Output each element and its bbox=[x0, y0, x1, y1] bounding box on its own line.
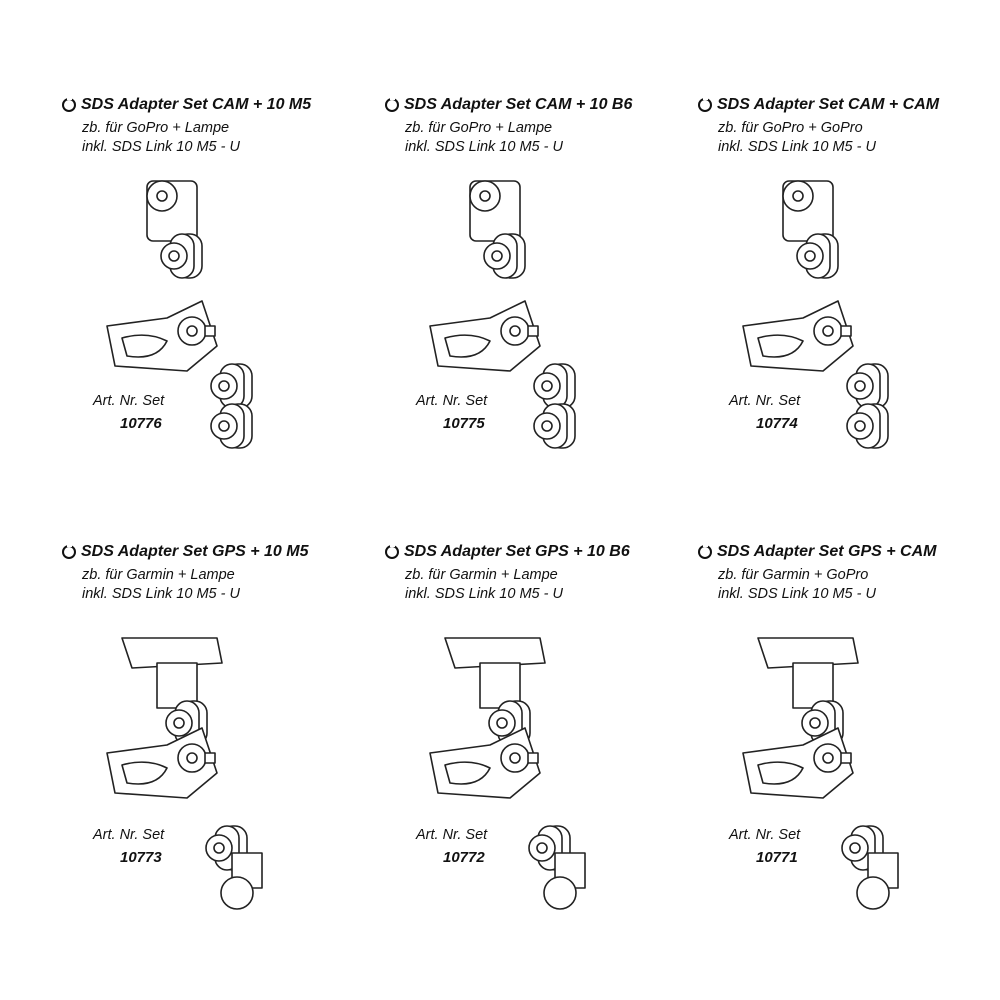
includes-text: inkl. SDS Link 10 M5 - U bbox=[82, 139, 240, 155]
set-title: SDS Adapter Set CAM + CAM bbox=[698, 96, 939, 114]
includes-text: inkl. SDS Link 10 M5 - U bbox=[405, 139, 563, 155]
set-title-text: SDS Adapter Set CAM + CAM bbox=[717, 96, 940, 113]
adapter-set-10775: SDS Adapter Set CAM + 10 B6 zb. für GoPr… bbox=[385, 96, 705, 536]
ring-icon bbox=[62, 96, 76, 112]
art-nr-value: 10772 bbox=[443, 849, 485, 866]
set-title: SDS Adapter Set GPS + 10 B6 bbox=[385, 543, 630, 561]
sds-clamp-drawing bbox=[742, 727, 854, 799]
link-eye-drawing bbox=[856, 876, 890, 910]
includes-text: inkl. SDS Link 10 M5 - U bbox=[82, 586, 240, 602]
art-nr-label: Art. Nr. Set bbox=[416, 393, 488, 409]
art-nr-label: Art. Nr. Set bbox=[416, 827, 488, 843]
ring-icon bbox=[698, 543, 712, 559]
art-nr-value: 10771 bbox=[756, 849, 798, 866]
art-nr-label: Art. Nr. Set bbox=[93, 393, 165, 409]
art-nr-value: 10776 bbox=[120, 415, 162, 432]
parts-drawing bbox=[429, 637, 586, 910]
usage-text: zb. für Garmin + Lampe bbox=[82, 567, 235, 583]
gps-mount-drawing bbox=[488, 700, 531, 746]
art-nr-value: 10774 bbox=[756, 415, 798, 432]
set-title-text: SDS Adapter Set GPS + 10 M5 bbox=[81, 543, 309, 560]
top-adapter-drawing bbox=[469, 180, 521, 242]
camera-mount-drawing bbox=[483, 233, 526, 279]
art-nr-value: 10775 bbox=[443, 415, 485, 432]
top-adapter-drawing bbox=[782, 180, 834, 242]
adapter-set-10771: SDS Adapter Set GPS + CAM zb. für Garmin… bbox=[698, 543, 1000, 983]
set-title: SDS Adapter Set GPS + CAM bbox=[698, 543, 936, 561]
ring-icon bbox=[698, 96, 712, 112]
set-title-text: SDS Adapter Set CAM + 10 B6 bbox=[404, 96, 633, 113]
adapter-set-10772: SDS Adapter Set GPS + 10 B6 zb. für Garm… bbox=[385, 543, 705, 983]
gps-plate-drawing bbox=[444, 637, 546, 709]
usage-text: zb. für GoPro + Lampe bbox=[82, 120, 230, 136]
top-adapter-drawing bbox=[146, 180, 198, 242]
set-title-text: SDS Adapter Set CAM + 10 M5 bbox=[81, 96, 312, 113]
usage-text: zb. für GoPro + Lampe bbox=[405, 120, 553, 136]
sds-clamp-drawing bbox=[106, 300, 218, 372]
adapter-set-10776: SDS Adapter Set CAM + 10 M5 zb. für GoPr… bbox=[62, 96, 382, 536]
set-title-text: SDS Adapter Set GPS + CAM bbox=[717, 543, 937, 560]
gps-mount-drawing bbox=[165, 700, 208, 746]
adapter-set-10773: SDS Adapter Set GPS + 10 M5 zb. für Garm… bbox=[62, 543, 382, 983]
link-drawing bbox=[533, 363, 576, 409]
set-title: SDS Adapter Set CAM + 10 B6 bbox=[385, 96, 632, 114]
link-drawing bbox=[210, 363, 253, 409]
camera-mount-drawing bbox=[160, 233, 203, 279]
art-nr-label: Art. Nr. Set bbox=[93, 827, 165, 843]
set-title: SDS Adapter Set GPS + 10 M5 bbox=[62, 543, 308, 561]
ring-icon bbox=[62, 543, 76, 559]
camera-mount-drawing bbox=[846, 403, 889, 449]
parts-drawing bbox=[742, 637, 899, 910]
gps-plate-drawing bbox=[757, 637, 859, 709]
parts-drawing bbox=[742, 180, 889, 449]
sds-clamp-drawing bbox=[742, 300, 854, 372]
includes-text: inkl. SDS Link 10 M5 - U bbox=[405, 586, 563, 602]
camera-mount-drawing bbox=[210, 403, 253, 449]
art-nr-value: 10773 bbox=[120, 849, 162, 866]
set-title-text: SDS Adapter Set GPS + 10 B6 bbox=[404, 543, 630, 560]
parts-drawing bbox=[106, 637, 263, 910]
set-title: SDS Adapter Set CAM + 10 M5 bbox=[62, 96, 311, 114]
link-drawing bbox=[846, 363, 889, 409]
includes-text: inkl. SDS Link 10 M5 - U bbox=[718, 139, 876, 155]
ring-icon bbox=[385, 543, 399, 559]
usage-text: zb. für Garmin + Lampe bbox=[405, 567, 558, 583]
link-eye-drawing bbox=[220, 876, 254, 910]
ring-icon bbox=[385, 96, 399, 112]
usage-text: zb. für GoPro + GoPro bbox=[718, 120, 863, 136]
art-nr-label: Art. Nr. Set bbox=[729, 827, 801, 843]
adapter-set-10774: SDS Adapter Set CAM + CAM zb. für GoPro … bbox=[698, 96, 1000, 536]
sds-clamp-drawing bbox=[106, 727, 218, 799]
art-nr-label: Art. Nr. Set bbox=[729, 393, 801, 409]
camera-mount-drawing bbox=[533, 403, 576, 449]
usage-text: zb. für Garmin + GoPro bbox=[718, 567, 869, 583]
parts-drawing bbox=[429, 180, 576, 449]
sds-clamp-drawing bbox=[429, 300, 541, 372]
camera-mount-drawing bbox=[796, 233, 839, 279]
includes-text: inkl. SDS Link 10 M5 - U bbox=[718, 586, 876, 602]
parts-drawing bbox=[106, 180, 253, 449]
link-eye-drawing bbox=[543, 876, 577, 910]
sds-clamp-drawing bbox=[429, 727, 541, 799]
gps-plate-drawing bbox=[121, 637, 223, 709]
